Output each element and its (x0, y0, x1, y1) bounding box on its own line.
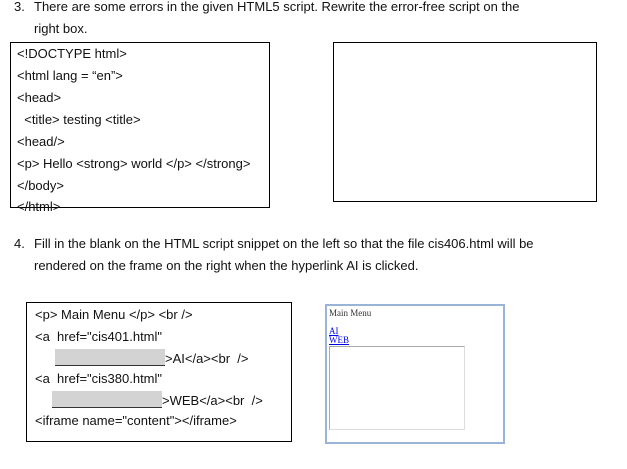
question-text-cont: right box. (34, 21, 88, 36)
question-number: 4. (14, 236, 25, 251)
preview-link-web[interactable]: WEB (329, 335, 349, 345)
question-number: 3. (14, 0, 25, 14)
code-line: <iframe name="content"></iframe> (35, 413, 237, 428)
rendered-frame-preview: Main Menu AI WEB (325, 304, 505, 444)
code-text: >WEB</a><br /> (162, 393, 263, 408)
erroneous-code-box: <!DOCTYPE html> <html lang = “en”> <head… (10, 42, 270, 214)
answer-box[interactable] (333, 42, 597, 202)
code-line-blank-2: >WEB</a><br /> (52, 391, 263, 408)
question-text-cont: rendered on the frame on the right when … (34, 258, 419, 273)
code-line: <!DOCTYPE html> (17, 46, 127, 61)
code-line: </html> (17, 199, 61, 214)
code-text: >AI</a><br /> (165, 351, 249, 366)
question-text: There are some errors in the given HTML5… (34, 0, 520, 14)
snippet-code-box: <p> Main Menu </p> <br /> <a href="cis40… (26, 302, 292, 442)
preview-link-ai[interactable]: AI (329, 326, 339, 336)
code-line: <p> Hello <strong> world </p> </strong> (17, 156, 251, 171)
code-line: <a href="cis380.html" (35, 371, 163, 386)
fill-blank-2[interactable] (52, 391, 162, 408)
question-text: Fill in the blank on the HTML script sni… (34, 236, 534, 251)
question-4: 4. Fill in the blank on the HTML script s… (14, 233, 614, 277)
question-3: 3. There are some errors in the given HTM… (14, 0, 614, 40)
code-line: <p> Main Menu </p> <br /> (35, 307, 193, 322)
code-line: <head/> (17, 134, 65, 149)
code-line: <html lang = “en”> (17, 68, 123, 83)
code-line: <a href="cis401.html" (35, 329, 163, 344)
code-line: <title> testing <title> (17, 112, 141, 127)
code-line: </body> (17, 178, 64, 193)
preview-title: Main Menu (329, 308, 372, 318)
code-line-blank-1: >AI</a><br /> (55, 349, 248, 366)
code-line: <head> (17, 90, 62, 105)
preview-iframe (329, 346, 465, 430)
fill-blank-1[interactable] (55, 349, 165, 366)
